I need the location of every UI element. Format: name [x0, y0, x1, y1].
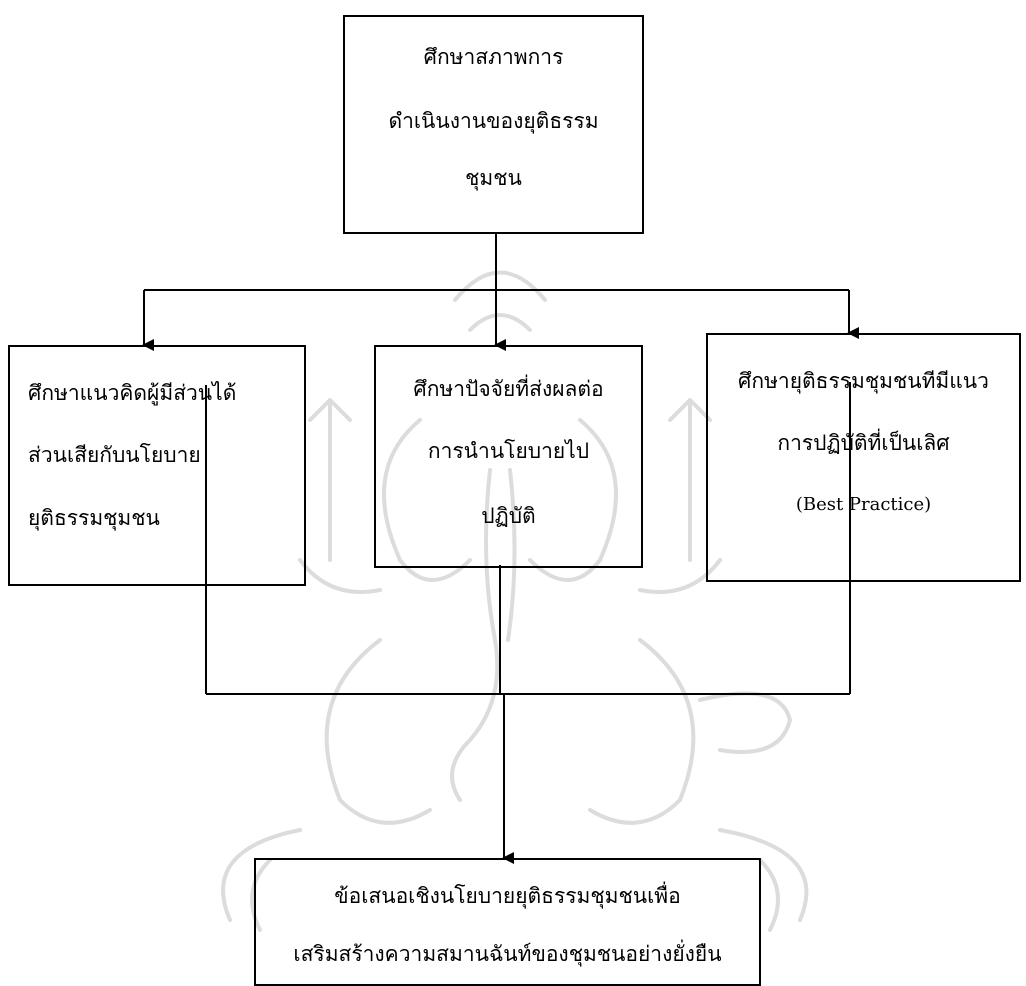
right-box: ศึกษายุติธรรมชุมชนทีมีแนว การปฏิบัติที่เ… — [706, 333, 1021, 582]
left-box-line-3: ยุติธรรมชุมชน — [28, 506, 160, 530]
left-box-line-1: ศึกษาแนวคิดผู้มีส่วนได้ — [28, 381, 237, 405]
middle-box-line-1: ศึกษาปัจจัยที่ส่งผลต่อ — [413, 377, 604, 401]
right-box-line-1: ศึกษายุติธรรมชุมชนทีมีแนว — [738, 369, 989, 393]
middle-box: ศึกษาปัจจัยที่ส่งผลต่อ การนำนโยบายไป ปฏิ… — [374, 345, 643, 568]
middle-box-line-2: การนำนโยบายไป — [427, 439, 590, 463]
left-box-line-2: ส่วนเสียกับนโยบาย — [28, 443, 201, 467]
left-box: ศึกษาแนวคิดผู้มีส่วนได้ ส่วนเสียกับนโยบา… — [8, 345, 306, 586]
bottom-box-line-2: เสริมสร้างความสมานฉันท์ของชุมชนอย่างยั่ง… — [293, 942, 722, 966]
right-box-line-3: (Best Practice) — [795, 494, 932, 515]
bottom-box-line-1: ข้อเสนอเชิงนโยบายยุติธรรมชุมชนเพื่อ — [334, 884, 681, 908]
bottom-box: ข้อเสนอเชิงนโยบายยุติธรรมชุมชนเพื่อ เสริ… — [254, 858, 761, 986]
right-box-line-2: การปฏิบัติที่เป็นเลิศ — [777, 431, 950, 455]
top-box-line-2: ดำเนินงานของยุติธรรม — [388, 109, 599, 133]
top-box-line-3: ชุมชน — [465, 166, 522, 190]
top-box-line-1: ศึกษาสภาพการ — [423, 45, 564, 69]
top-box: ศึกษาสภาพการ ดำเนินงานของยุติธรรม ชุมชน — [343, 15, 644, 234]
middle-box-line-3: ปฏิบัติ — [481, 504, 536, 528]
